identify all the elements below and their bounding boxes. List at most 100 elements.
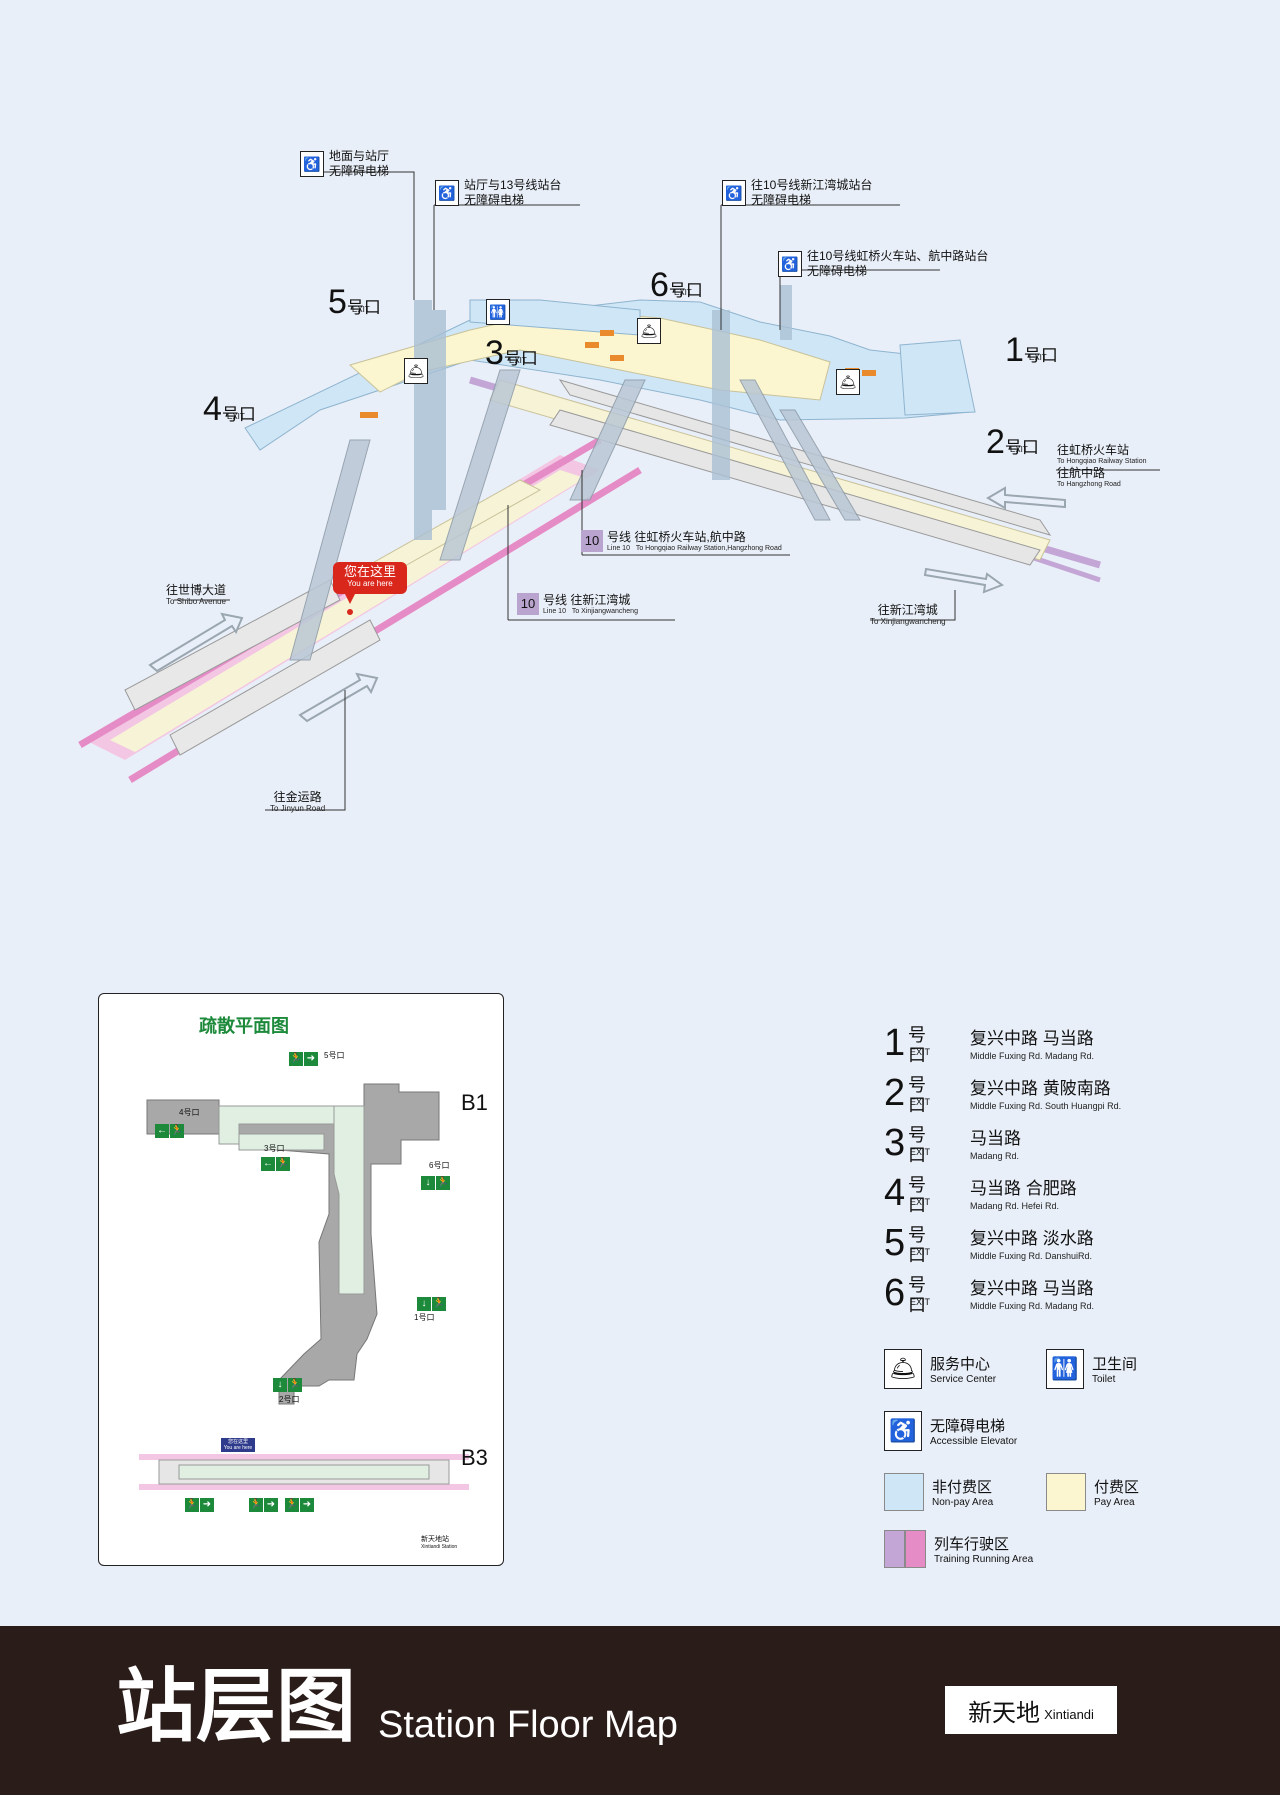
evac-station-name: 新天地站 Xintiandi Station (421, 1534, 457, 1550)
legend-exit-num: 5 (884, 1222, 906, 1264)
legend-nonpay-en: Non-pay Area (932, 1497, 994, 1508)
callout-line2: 无障碍电梯 (464, 193, 525, 207)
callout-line2: 无障碍电梯 (751, 193, 812, 207)
service-center-icon: 🛎 (836, 369, 860, 395)
exit-hao: 号口 (346, 298, 381, 317)
legend-service-center: 🛎 服务中心 Service Center (884, 1349, 996, 1389)
legend-exit-hao: 号口 (908, 1025, 926, 1065)
accessible-elevator-icon: ♿ (884, 1411, 922, 1451)
direction-xinjiang: 往新江湾城 To Xinjiangwancheng (870, 603, 946, 626)
legend-pay: 付费区 Pay Area (1046, 1473, 1139, 1511)
exit-hao: 号口 (503, 349, 538, 368)
exit-hao: 号口 (221, 405, 256, 424)
bottom-banner: 站层图 Station Floor Map 新天地 Xintiandi (0, 1626, 1280, 1795)
direction-en: To Shibo Avenue (166, 597, 226, 606)
evac-exit-label: 5号口 (324, 1051, 345, 1060)
direction-jinyun: 往金运路 To Jinyun Road (270, 790, 325, 813)
exit-label-5: 5号口 EXIT (328, 285, 381, 319)
direction-shibo: 往世博大道 To Shibo Avenue (166, 583, 226, 606)
legend-road-zh: 复兴中路 马当路 (970, 1279, 1094, 1298)
line-hao: 号线 (607, 530, 632, 544)
evac-exit-sign: 🏃➜ (185, 1498, 215, 1512)
callout-line1: 站厅与13号线站台 (464, 178, 562, 192)
exit-en: EXIT (1029, 353, 1047, 362)
toilet-icon: 🚻 (486, 299, 510, 325)
station-name-en: Xintiandi (1044, 1706, 1094, 1722)
legend-exit-en: EXIT (910, 1247, 931, 1257)
legend-exit-en: EXIT (910, 1097, 931, 1107)
exit-number: 6 (650, 266, 669, 304)
legend-road-zh: 复兴中路 马当路 (970, 1029, 1094, 1048)
legend-service-zh: 服务中心 (930, 1356, 991, 1373)
callout-line1: 地面与站厅 (329, 149, 390, 163)
accessible-elevator-icon: ♿ (778, 251, 802, 277)
legend-exit-en: EXIT (910, 1047, 931, 1057)
elevator-callout-line10-hongqiao: ♿ 往10号线虹桥火车站、航中路站台 无障碍电梯 (778, 249, 988, 279)
legend-track-en: Training Running Area (934, 1554, 1034, 1565)
callout-line1: 往10号线新江湾城站台 (751, 178, 873, 192)
banner-title-zh: 站层图 (116, 1662, 356, 1751)
legend-track-zh: 列车行驶区 (934, 1536, 1010, 1553)
legend-road-zh: 马当路 (970, 1129, 1021, 1148)
exit-label-3: 3号口 EXIT (485, 336, 538, 370)
evac-exit-sign: 🏃➜ (285, 1498, 315, 1512)
service-center-icon: 🛎 (637, 318, 661, 344)
line-dest-zh: 往虹桥火车站,航中路 (634, 530, 746, 544)
evac-station-en: Xintiandi Station (421, 1544, 458, 1550)
you-are-here-zh: 您在这里 (343, 564, 396, 579)
evac-exit-label: 6号口 (429, 1161, 450, 1170)
evac-exit-sign: ←🏃 (155, 1124, 184, 1138)
station-name-zh: 新天地 (968, 1699, 1041, 1727)
line-en: Line 10 (543, 608, 566, 615)
direction-zh: 往新江湾城 (877, 603, 938, 617)
legend-exit-num: 1 (884, 1022, 906, 1064)
evac-map-title: 疏散平面图 (199, 1016, 289, 1036)
legend-exit-num: 6 (884, 1272, 906, 1314)
accessible-elevator-icon: ♿ (722, 180, 746, 206)
evac-exit-sign: ←🏃 (261, 1157, 290, 1171)
callout-line2: 无障碍电梯 (807, 264, 868, 278)
legend-road-en: Middle Fuxing Rd. Madang Rd. (970, 1301, 1095, 1311)
you-are-here-marker (333, 562, 407, 615)
legend-exit-num: 2 (884, 1072, 906, 1114)
evac-exit-label: 2号口 (279, 1395, 300, 1404)
legend-pay-zh: 付费区 (1094, 1479, 1140, 1496)
evac-level-b1: B1 (461, 1090, 488, 1115)
direction-arrows (148, 486, 1066, 723)
banner-title-en: Station Floor Map (378, 1704, 678, 1746)
legend-exit-en: EXIT (910, 1197, 931, 1207)
legend-toilet-zh: 卫生间 (1092, 1356, 1138, 1373)
elevator-callout-ground: ♿ 地面与站厅 无障碍电梯 (300, 149, 389, 179)
direction-hongqiao: 往虹桥火车站 To Hongqiao Railway Station 往航中路 … (1057, 443, 1147, 489)
accessible-elevator-icon: ♿ (435, 180, 459, 206)
legend-pay-en: Pay Area (1094, 1497, 1135, 1508)
exit-number: 5 (328, 283, 347, 321)
evac-floorplan (139, 1083, 469, 1490)
exit-en: EXIT (509, 356, 527, 365)
legend-elevator-en: Accessible Elevator (930, 1436, 1018, 1447)
evac-exit-sign: 🏃➜ (289, 1052, 319, 1066)
line-hao: 号线 (543, 593, 568, 607)
legend-exit-num: 4 (884, 1172, 906, 1214)
line10-label-xinjiang: 10 号线 往新江湾城 Line 10 To Xinjiangwancheng (517, 591, 638, 616)
exit-hao: 号口 (1023, 346, 1058, 365)
legend-exit-hao: 号口 (908, 1275, 926, 1315)
exit-hao: 号口 (1004, 438, 1039, 457)
service-center-icon: 🛎 (884, 1349, 922, 1389)
legend-nonpay: 非付费区 Non-pay Area (884, 1473, 993, 1511)
direction-zh: 往航中路 (1057, 466, 1106, 480)
legend-exit-en: EXIT (910, 1147, 931, 1157)
legend-exit-hao: 号口 (908, 1125, 926, 1165)
elevator-callout-line13: ♿ 站厅与13号线站台 无障碍电梯 (435, 178, 561, 208)
direction-zh: 往世博大道 (166, 583, 227, 597)
direction-zh: 往虹桥火车站 (1057, 443, 1130, 457)
legend-exit-hao: 号口 (908, 1175, 926, 1215)
direction-en: To Hangzhong Road (1057, 481, 1121, 488)
legend-exit-num: 3 (884, 1122, 906, 1164)
callout-line1: 往10号线虹桥火车站、航中路站台 (807, 249, 989, 263)
line-dest-en: To Hongqiao Railway Station,Hangzhong Ro… (635, 545, 782, 552)
line10-label-hongqiao: 10 号线 往虹桥火车站,航中路 Line 10 To Hongqiao Rai… (581, 528, 782, 553)
exit-en: EXIT (227, 412, 245, 421)
track-swatch (884, 1530, 926, 1568)
evac-exit-sign: ↓🏃 (273, 1378, 303, 1392)
